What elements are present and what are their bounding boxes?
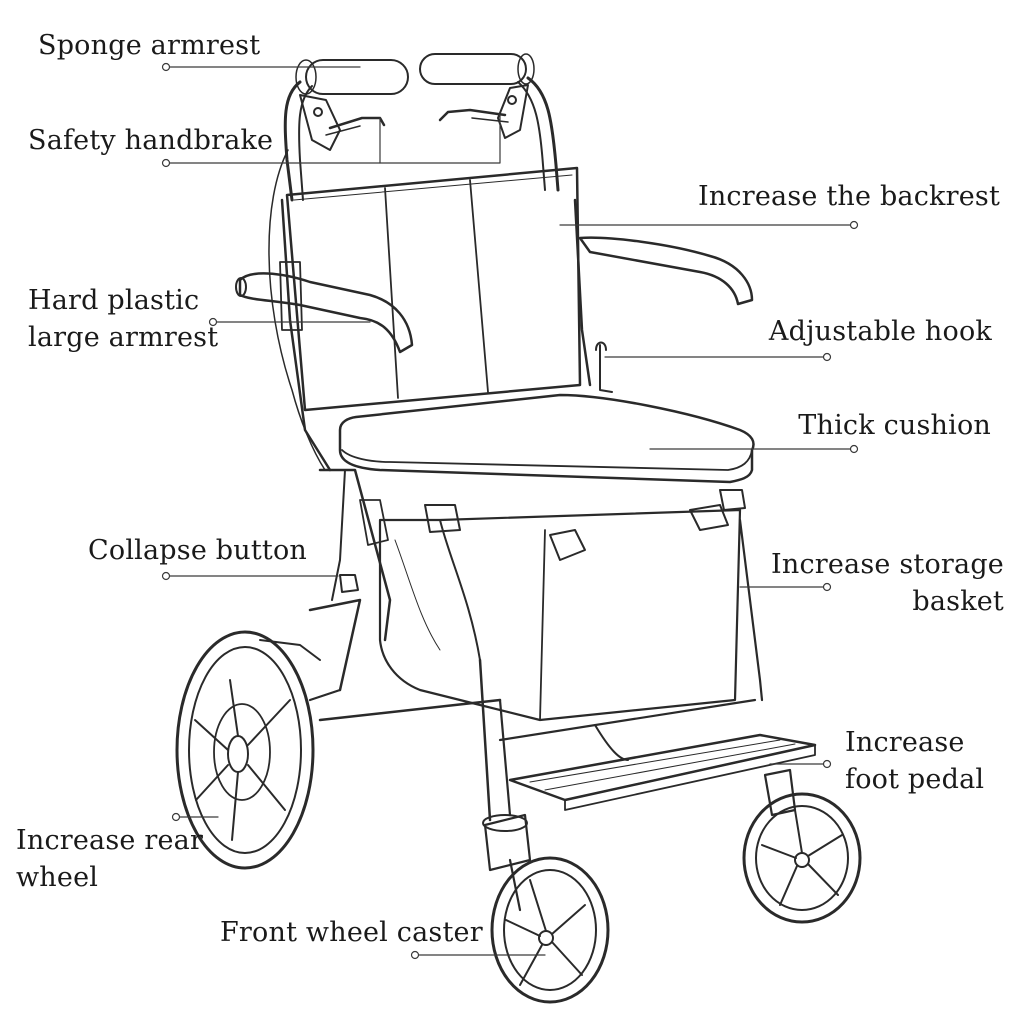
label-sponge-armrest: Sponge armrest <box>38 30 261 61</box>
hard-plastic-armrests <box>235 236 754 354</box>
backrest <box>285 166 582 412</box>
folding-frame <box>308 468 764 822</box>
label-storage-basket: Increase storage basket <box>770 549 1004 617</box>
label-adjustable-hook: Adjustable hook <box>768 316 992 347</box>
front-wheel-right <box>594 724 862 924</box>
adjustable-hook <box>595 341 613 393</box>
sponge-armrest-grips <box>295 53 535 95</box>
rear-frame <box>268 76 592 472</box>
label-backrest: Increase the backrest <box>697 181 1000 212</box>
label-front-wheel-caster: Front wheel caster <box>220 917 483 948</box>
safety-handbrake-levers <box>299 84 529 151</box>
foot-pedal <box>508 733 817 811</box>
label-hard-plastic-armrest: Hard plastic large armrest <box>28 285 219 353</box>
label-safety-handbrake: Safety handbrake <box>28 125 274 156</box>
label-foot-pedal: Increase foot pedal <box>845 727 985 795</box>
label-rear-wheel: Increase rear wheel <box>16 825 204 893</box>
label-collapse-button: Collapse button <box>88 535 307 566</box>
label-thick-cushion: Thick cushion <box>798 410 991 441</box>
storage-basket <box>378 489 746 722</box>
rear-wheel <box>175 630 321 870</box>
leader-lines <box>161 62 859 960</box>
front-wheel-caster <box>482 813 610 1004</box>
thick-cushion <box>338 393 755 484</box>
